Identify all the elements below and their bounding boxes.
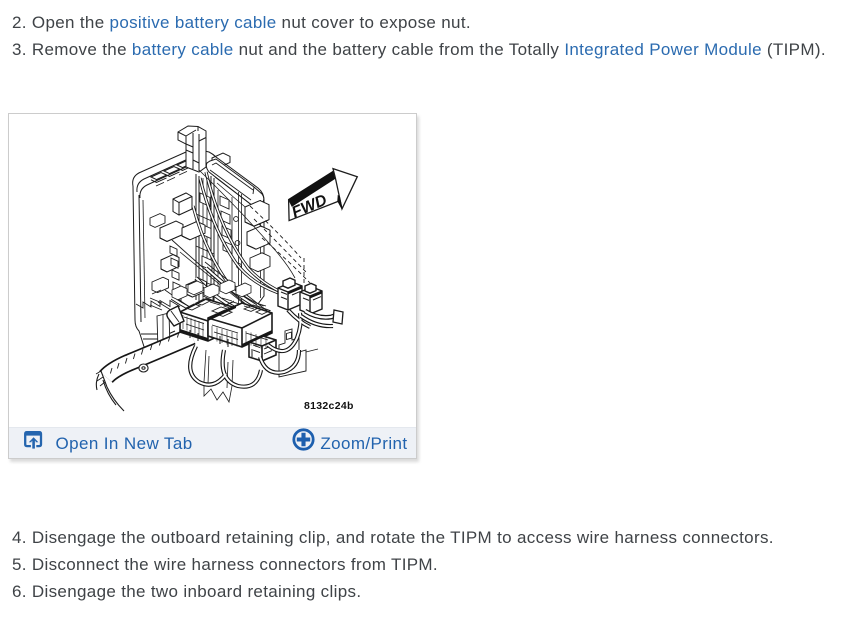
svg-text:8132c24b: 8132c24b xyxy=(304,400,354,412)
